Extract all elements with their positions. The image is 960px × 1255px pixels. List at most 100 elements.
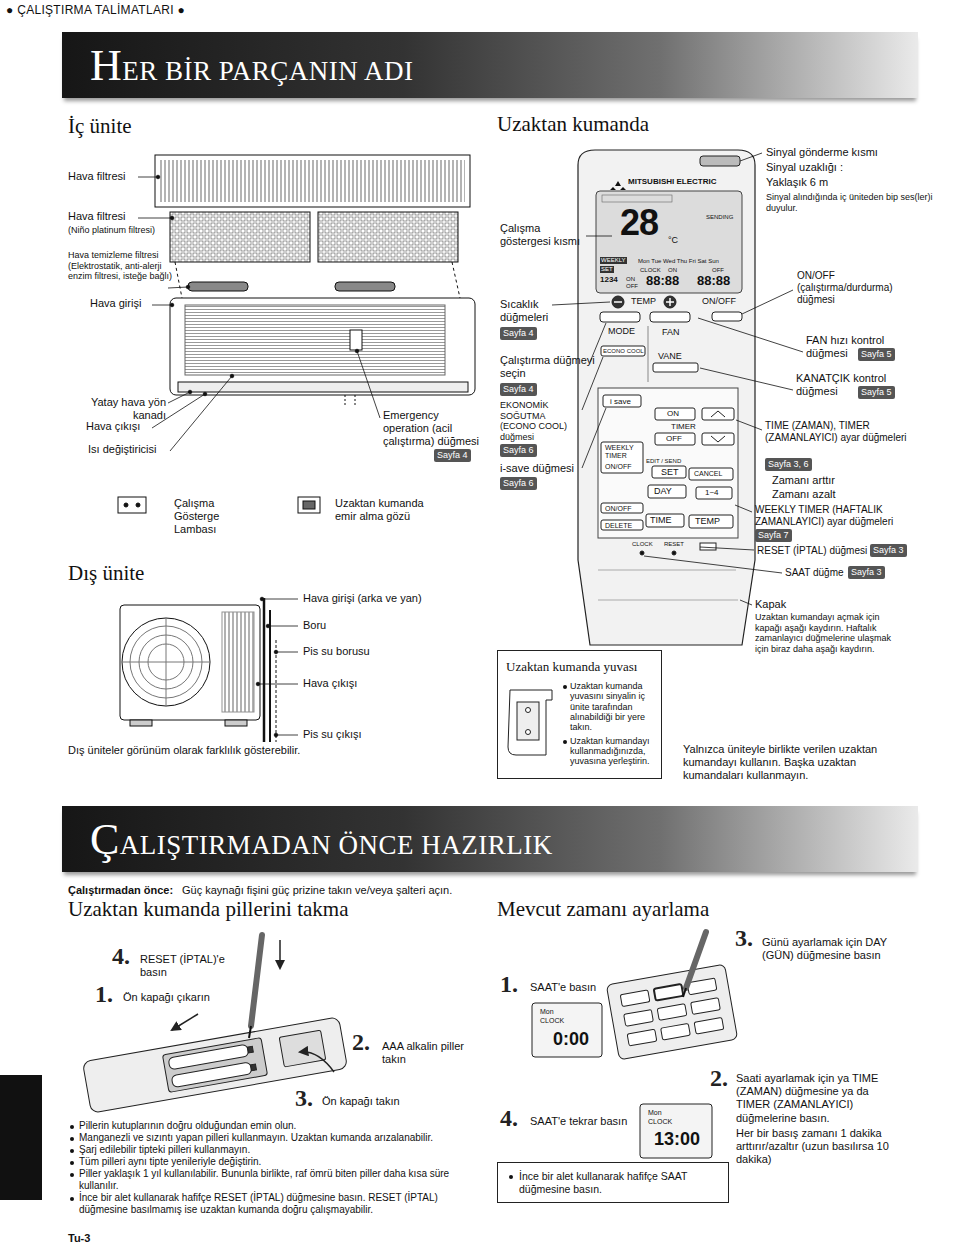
remote-button-text: WEEKLY [600,257,627,264]
remote-button-text: 1~4 [705,489,719,498]
part-label: Yalnızca üniteyle birlikte verilen uzakt… [683,743,903,783]
part-label: Emergency operation (acil çalıştırma) dü… [383,409,483,449]
illustration-part [640,551,644,555]
illustration-part [640,1104,712,1158]
illustration-part [251,1064,257,1071]
bullet-item: Piller yaklaşık 1 yıl kullanılabilir. Bu… [68,1168,483,1192]
remote-button-text: CANCEL [694,470,722,478]
part-label: Hava çıkışı [303,677,357,690]
illustration-part [230,374,234,378]
part-label: Ön kapağı takın [322,1095,400,1108]
illustration-part [661,1023,691,1040]
part-label: Saati ayarlamak için ya TIME (ZAMAN) düğ… [736,1072,896,1125]
illustration-part [657,1004,687,1021]
remote-button-text: TIME [650,516,672,526]
illustration-part [736,420,762,430]
illustration-part [251,935,262,1026]
illustration-part [263,598,266,742]
remote-button-text: °C [668,236,678,246]
remote-control [578,150,755,645]
remote-button-text: ON/OFF [605,505,631,513]
remote-button-text: ON/OFF [702,297,736,307]
illustration-part [269,610,271,742]
part-label: Ön kapağı çıkarın [123,991,210,1004]
page-ref-badge: Sayfa 4 [500,327,537,340]
illustration-part [118,497,146,513]
illustration-part [644,556,782,573]
bullet-dot [70,1161,74,1165]
illustration-part [130,720,152,726]
illustration-part [614,301,622,303]
part-label: Dış üniteler görünüm olarak farklılık gö… [68,744,300,757]
part-label: Yatay hava yön kanadı [68,396,166,422]
illustration-part [171,1062,252,1088]
part-label: Güç kaynağı fişini güç prizine takın ve/… [182,884,452,897]
banner-title: ÇALIŞTIRMADAN ÖNCE HAZIRLIK [90,814,553,865]
remote-button-text: SET [600,266,614,273]
part-label: Hava girişi [90,297,141,310]
illustration-part [335,282,395,291]
bullet-item: Tüm pilleri aynı tipte yenileriyle değiş… [68,1156,483,1168]
part-label: Uzaktan kumandayı açmak için kapağı aşağ… [755,612,905,654]
remote-button-text: SET [661,468,679,478]
part-label: i-save düğmesi [500,462,574,475]
illustration-part [268,626,298,627]
part-label: Pis su borusu [303,645,370,658]
illustration-part [664,296,676,308]
illustration-part [156,175,160,179]
part-label: Çalıştırmadan önce: [68,884,173,897]
part-label: Her bir basış zamanı 1 dakika arttırır/a… [736,1127,911,1167]
remote-button-text: Mon [648,1109,662,1117]
section-banner: ÇALIŞTIRMADAN ÖNCE HAZIRLIK [62,806,918,872]
illustration-part [627,1029,657,1046]
part-label: Tu-3 [68,1232,90,1245]
illustration-part [185,305,445,375]
part-label: AAA alkalin piller takın [382,1040,482,1066]
illustration-part [203,392,207,396]
remote-button-text: CLOCK [648,1118,672,1126]
step-number: 1. [95,982,113,1006]
remote-button-text: ON [667,410,679,419]
part-label: Çalışma göstergesi kısmı [500,222,582,248]
illustration-part [689,515,733,528]
illustration-part [606,964,737,1060]
step-number: 2. [352,1030,370,1054]
part-label: WEEKLY TIMER (HAFTALIK ZAMANLAYICI) ayar… [755,504,925,528]
bullet-dot [509,1175,513,1179]
illustration-part [318,212,458,262]
page-tab [0,1075,42,1200]
page-ref-badge: Sayfa 5 [858,386,895,399]
illustration-part [672,551,676,555]
illustration-part [578,150,755,645]
illustration-part [598,570,736,571]
illustration-part [601,503,643,513]
part-label: Uzaktan kumanda emir alma gözü [335,497,445,523]
part-label: Kapak [755,598,786,611]
illustration-part [694,1017,724,1034]
remote-button-text: FAN [662,328,680,338]
illustration-part [601,520,643,530]
part-label: Hava temizleme filtresi (Elektrostatik, … [68,250,173,282]
illustration-part [300,1052,334,1072]
illustration-part [276,735,298,736]
illustration-part [155,155,470,207]
bullet-item: Şarj edilebilir tipteki pilleri kullanma… [68,1144,483,1156]
part-label: Hava çıkışı [86,420,140,433]
illustration-part [170,212,310,262]
text-row: ÇALIŞTIRMADAN ÖNCE HAZIRLIK [90,814,553,865]
illustration-part [276,640,277,742]
illustration-part [740,153,762,161]
step-number: 4. [500,1106,518,1130]
illustration-part [700,156,740,166]
part-label: Sıcaklık düğmeleri [500,298,575,324]
remote-button-text: 1234 [600,276,618,285]
note-text: Pillerin kutuplarının doğru olduğundan e… [79,1120,296,1131]
bullet-list: Pillerin kutuplarının doğru olduğundan e… [68,1120,483,1216]
note-text: Piller yaklaşık 1 yıl kullanılabilir. Bu… [79,1168,449,1191]
illustration-part [711,436,725,442]
lcd-digits: 13:00 [654,1130,700,1148]
part-label: Günü ayarlamak için DAY (GÜN) düğmesine … [762,936,902,962]
illustration-part [655,408,695,420]
remote-button-text: RESET [664,541,684,548]
illustration-part [601,346,645,356]
